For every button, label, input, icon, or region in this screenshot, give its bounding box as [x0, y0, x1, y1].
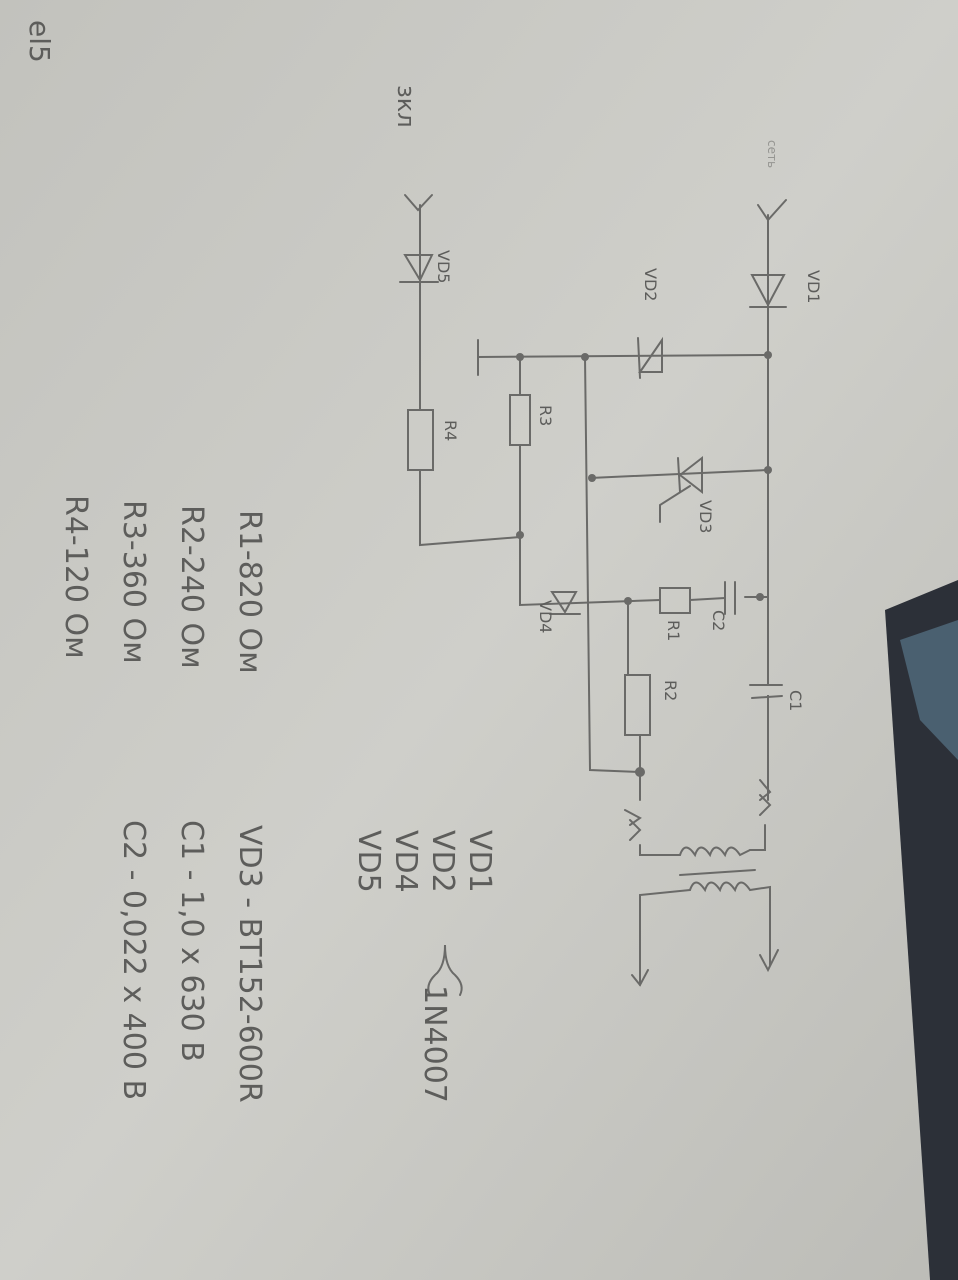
- diode-group-item: VD4: [388, 830, 423, 893]
- c1: [749, 684, 783, 699]
- part-list-item: C1 - 1,0 x 630 В: [174, 820, 209, 1062]
- transformer: [624, 779, 779, 987]
- label-c2: C2: [709, 610, 728, 631]
- label-r2: R2: [661, 680, 680, 701]
- diode-group-item: VD2: [425, 830, 460, 893]
- snubber-row: [519, 534, 769, 615]
- part-list: VD3 - BT152-600R C1 - 1,0 x 630 В C2 - 0…: [116, 820, 267, 1103]
- label-switch-input: зкл: [392, 85, 420, 128]
- r3-branch: [509, 356, 531, 536]
- vd3-thyristor: [588, 455, 769, 523]
- label-vd2: VD2: [641, 268, 660, 301]
- resistor-list-item: R2-240 Ом: [174, 505, 209, 669]
- part-list-item: VD3 - BT152-600R: [232, 825, 267, 1103]
- corner-note: el5: [23, 20, 56, 63]
- label-vd5: VD5: [434, 250, 453, 283]
- r2-branch: [624, 600, 651, 801]
- resistor-list-item: R4-120 Ом: [58, 495, 93, 659]
- label-c1: C1: [786, 690, 805, 711]
- background-fabric-highlight: [900, 620, 958, 760]
- diode-group-item: VD5: [351, 830, 386, 893]
- resistor-list: R1-820 Ом R2-240 Ом R3-360 Ом R4-120 Ом: [58, 495, 267, 674]
- background-fabric: [885, 580, 958, 1280]
- label-r1: R1: [664, 620, 683, 641]
- label-r3: R3: [536, 405, 555, 426]
- part-list-item: C2 - 0,022 x 400 В: [116, 820, 151, 1100]
- common-wire: [584, 356, 641, 773]
- diode-part: 1N4007: [417, 985, 452, 1103]
- label-vd1: VD1: [804, 270, 823, 303]
- label-vd3: VD3: [696, 500, 715, 533]
- label-mains-input: сеть: [765, 140, 779, 168]
- mains-line: [749, 199, 787, 801]
- diode-group: VD1 VD2 VD4 VD5 1N4007: [351, 830, 497, 1103]
- resistor-list-item: R1-820 Ом: [232, 510, 267, 674]
- label-r4: R4: [441, 420, 460, 441]
- switch-line: [399, 194, 524, 547]
- brace: [427, 944, 463, 996]
- resistor-list-item: R3-360 Ом: [116, 500, 151, 664]
- label-vd4: VD4: [536, 600, 555, 633]
- diode-group-item: VD1: [462, 830, 497, 893]
- vd2-branch: [477, 336, 769, 379]
